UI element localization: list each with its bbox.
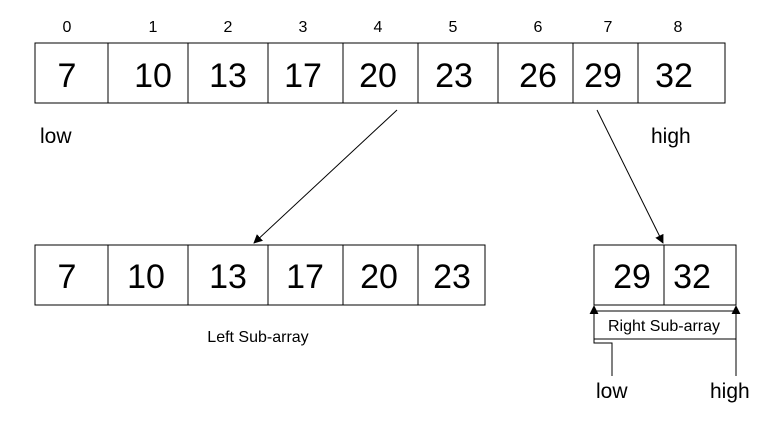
main-array-indices: 0 1 2 3 4 5 6 7 8	[63, 19, 683, 36]
array-value: 23	[433, 258, 471, 296]
array-value: 23	[435, 57, 473, 95]
array-cell	[107, 244, 189, 306]
index-label: 8	[674, 19, 683, 36]
array-cell	[417, 42, 499, 104]
high-pointer-label: high	[651, 125, 691, 148]
array-cell	[34, 244, 109, 306]
array-value: 29	[613, 258, 651, 296]
array-cell	[267, 42, 344, 104]
array-value: 29	[584, 57, 622, 95]
array-value: 10	[127, 258, 165, 296]
index-label: 6	[534, 19, 543, 36]
index-label: 3	[299, 19, 308, 36]
left-split-arrow	[253, 109, 398, 244]
array-cell	[107, 42, 189, 104]
array-value: 32	[655, 57, 693, 95]
array-cell	[417, 244, 486, 306]
array-cell	[267, 244, 344, 306]
array-value: 17	[284, 57, 322, 95]
array-cell	[497, 42, 574, 104]
left-subarray: 7 10 13 17 20 23	[34, 244, 486, 306]
array-value: 20	[360, 258, 398, 296]
array-value: 13	[209, 258, 247, 296]
index-label: 4	[374, 19, 383, 36]
array-cell	[637, 42, 726, 104]
main-array: 7 10 13 17 20 23 26 29 32	[34, 42, 726, 104]
array-value: 13	[209, 57, 247, 95]
array-value: 20	[359, 57, 397, 95]
array-value: 7	[58, 57, 77, 95]
array-value: 7	[58, 258, 77, 296]
right-low-pointer-label: low	[596, 380, 628, 403]
index-label: 7	[604, 19, 613, 36]
right-subarray: 29 32	[593, 244, 737, 306]
array-cell	[342, 42, 419, 104]
array-cell	[187, 42, 269, 104]
right-subarray-caption-box	[593, 310, 737, 340]
index-label: 2	[224, 19, 233, 36]
array-value: 32	[673, 258, 711, 296]
array-cell	[572, 42, 639, 104]
right-split-arrow	[596, 109, 664, 244]
right-high-pointer-label: high	[710, 380, 750, 403]
array-cell	[34, 42, 109, 104]
array-value: 10	[134, 57, 172, 95]
low-pointer-label: low	[40, 125, 72, 148]
index-label: 5	[449, 19, 458, 36]
array-cell	[663, 244, 737, 306]
left-subarray-caption: Left Sub-array	[207, 329, 308, 346]
array-value: 17	[286, 258, 324, 296]
right-subarray-caption: Right Sub-array	[608, 318, 720, 335]
index-label: 0	[63, 19, 72, 36]
array-cell	[593, 244, 665, 306]
index-label: 1	[149, 19, 158, 36]
right-low-pointer-arrow	[589, 305, 613, 376]
array-cell	[342, 244, 419, 306]
array-cell	[187, 244, 269, 306]
array-value: 26	[519, 57, 557, 95]
